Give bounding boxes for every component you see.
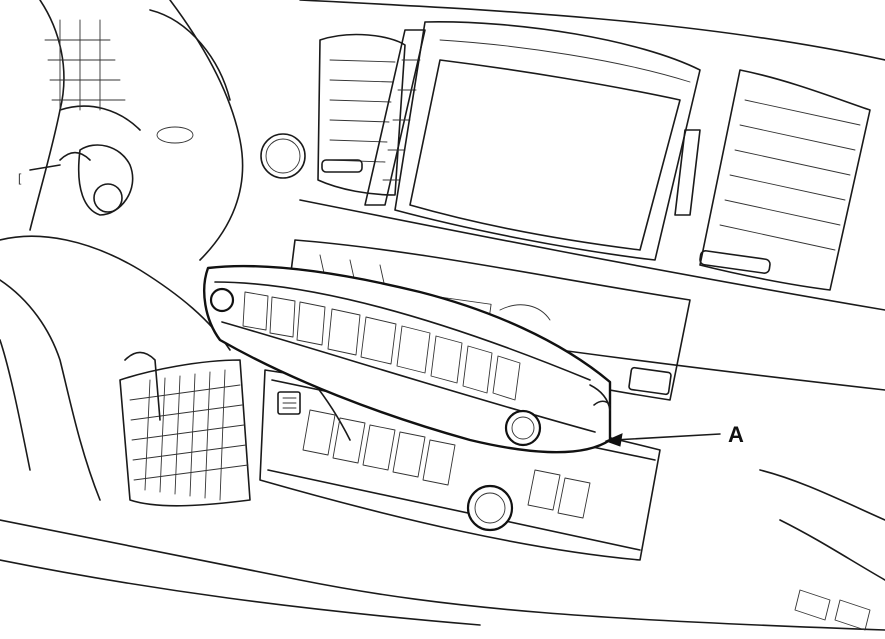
floor-panel <box>0 351 885 631</box>
steering-column: [ <box>0 0 244 501</box>
component-a-control-panel <box>203 264 612 454</box>
hazard-strip <box>364 29 426 206</box>
right-air-vent <box>674 69 871 291</box>
svg-text:[: [ <box>18 171 22 185</box>
panel-buttons <box>242 291 521 401</box>
callout-leader <box>604 433 721 447</box>
left-air-vent <box>317 33 406 196</box>
round-vent <box>260 133 306 179</box>
lower-climate-panel <box>259 369 661 561</box>
callout-label-a: A <box>728 422 744 447</box>
right-console <box>759 469 885 631</box>
display-screen <box>394 21 701 261</box>
